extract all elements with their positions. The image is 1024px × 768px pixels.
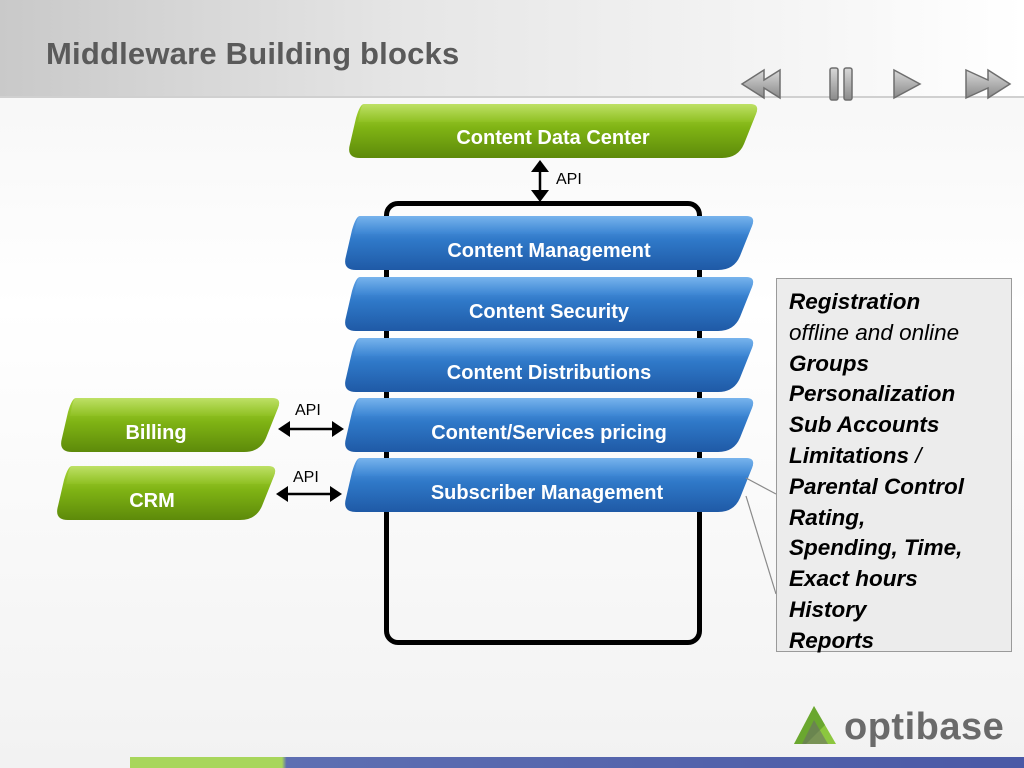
rewind-button[interactable] <box>734 64 794 104</box>
billing-label: Billing <box>125 422 187 444</box>
api-label-top: API <box>556 171 582 188</box>
callout-line-text: Limitations <box>789 442 910 468</box>
optibase-logo: optibase <box>792 700 1005 756</box>
crm-block: CRM <box>54 466 278 520</box>
content-security-block: Content Security <box>342 277 756 331</box>
content-distributions-block: Content Distributions <box>342 338 756 392</box>
play-button[interactable] <box>882 64 932 104</box>
subscriber-management-label: Subscriber Management <box>430 482 664 504</box>
callout-connector <box>745 477 777 595</box>
optibase-triangle-icon <box>794 706 836 744</box>
callout-line: Registration <box>789 289 921 314</box>
optibase-logo-text: optibase <box>844 706 1005 748</box>
content-security-label: Content Security <box>468 301 630 323</box>
content-management-label: Content Management <box>447 240 651 262</box>
callout-line: Exact hours <box>789 566 918 592</box>
api-label-billing: API <box>295 402 321 419</box>
api-horizontal-arrow-crm-icon <box>276 486 342 502</box>
content-data-center-block: Content Data Center <box>346 104 760 158</box>
footer-bar <box>130 757 1024 768</box>
callout-line: Personalization <box>789 381 956 407</box>
fast-forward-button[interactable] <box>958 64 1018 104</box>
callout-line: Sub Accounts <box>789 412 940 438</box>
content-distributions-label: Content Distributions <box>446 362 652 384</box>
content-management-block: Content Management <box>342 216 756 270</box>
slide-title: Middleware Building blocks <box>46 36 460 71</box>
pause-button[interactable] <box>814 64 870 104</box>
pause-icon <box>829 67 853 101</box>
api-vertical-arrow-icon <box>531 160 549 202</box>
callout-line: offline and online <box>789 319 960 345</box>
callout-line: Parental Control <box>789 473 965 499</box>
callout-line: Reports <box>789 627 875 653</box>
callout-line: History <box>789 596 867 622</box>
play-icon <box>893 68 922 100</box>
callout-line: Spending, Time, <box>789 535 963 561</box>
rewind-icon <box>740 68 781 100</box>
callout-line: Groups <box>789 350 870 376</box>
fast-forward-icon <box>965 68 1012 100</box>
crm-label: CRM <box>129 490 175 512</box>
billing-block: Billing <box>58 398 282 452</box>
subscriber-features-callout: Registration offline and online Groups P… <box>776 278 1012 653</box>
header-band <box>0 0 1024 96</box>
callout-line-limitations: Limitations / <box>789 441 1011 472</box>
callout-line: Rating, <box>789 504 866 530</box>
api-horizontal-arrow-billing-icon <box>278 421 344 437</box>
callout-line-suffix: / <box>909 442 922 468</box>
content-services-pricing-label: Content/Services pricing <box>431 422 667 444</box>
content-services-pricing-block: Content/Services pricing <box>342 398 756 452</box>
content-data-center-label: Content Data Center <box>456 127 650 149</box>
api-label-crm: API <box>293 469 319 486</box>
header-divider <box>0 96 1024 98</box>
subscriber-management-block: Subscriber Management <box>342 458 756 512</box>
